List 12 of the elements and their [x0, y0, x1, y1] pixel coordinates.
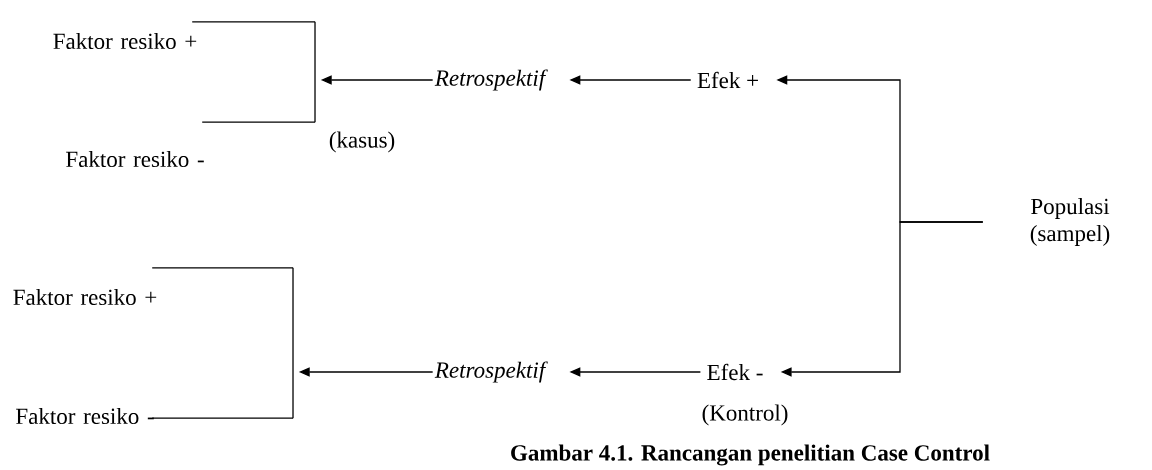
text-label: (kasus): [329, 131, 395, 153]
text-label: Faktor resiko +: [53, 32, 197, 50]
text-label: Efek -: [707, 363, 763, 381]
text-label: Retrospektif: [434, 361, 548, 383]
text-label: Populasi (sampel): [1030, 198, 1110, 246]
text-label: (Kontrol): [702, 404, 788, 426]
text-label: Efek +: [697, 71, 758, 89]
text-label: Faktor resiko +: [13, 288, 157, 306]
text-label: Faktor resiko -: [16, 407, 154, 425]
text-label: Retrospektif: [434, 69, 548, 91]
text-label: Faktor resiko -: [66, 150, 204, 168]
caption: Gambar 4.1. Rancangan penelitian Case Control: [511, 444, 990, 466]
